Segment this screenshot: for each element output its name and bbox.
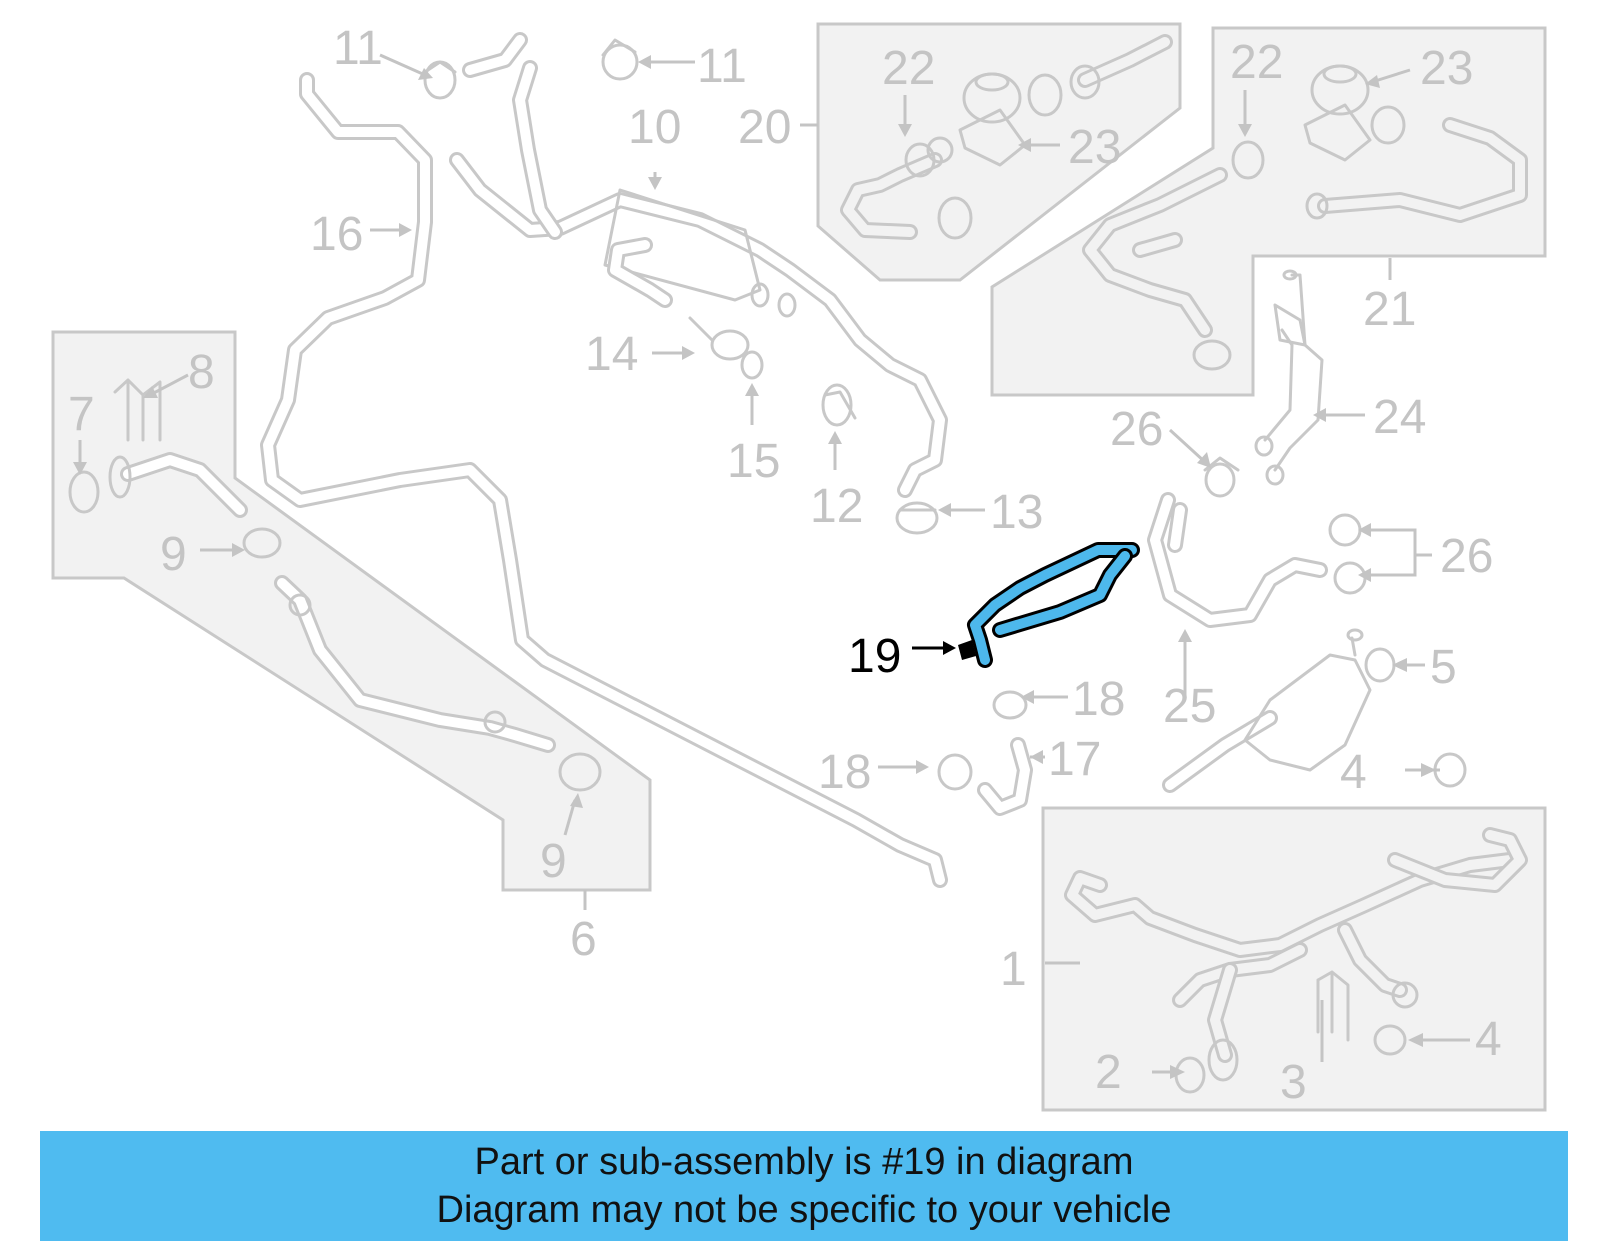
part-25-hose	[1147, 492, 1328, 628]
label-20: 20	[738, 101, 791, 154]
clamp-12	[821, 383, 857, 427]
label-24: 24	[1373, 391, 1426, 444]
part-19-highlighted	[958, 542, 1140, 668]
part-15-oring	[740, 350, 764, 380]
part-1-hose	[1064, 827, 1528, 1094]
clamp-11-left	[423, 60, 457, 100]
label-23-right: 23	[1420, 42, 1473, 95]
leader-19	[912, 641, 956, 655]
part-24-bracket	[1254, 269, 1324, 486]
part-6-pipe	[68, 378, 602, 792]
label-4-mid: 4	[1340, 746, 1367, 799]
label-16: 16	[310, 208, 363, 261]
label-4-right: 4	[1475, 1013, 1502, 1066]
leader-lines	[73, 53, 1470, 1079]
label-12: 12	[810, 480, 863, 533]
clamp-11-right	[601, 38, 639, 81]
banner-line-2: Diagram may not be specific to your vehi…	[436, 1189, 1172, 1231]
label-5: 5	[1430, 641, 1457, 694]
label-22-left: 22	[882, 42, 935, 95]
label-9-bottom: 9	[540, 835, 567, 888]
part-14-flange	[688, 316, 750, 361]
subassembly-21-box	[990, 26, 1547, 397]
label-11-left: 11	[333, 22, 383, 75]
clamp-26-top	[1203, 456, 1240, 498]
label-9-left: 9	[160, 528, 187, 581]
part-20-hose	[840, 34, 1173, 240]
part-17-hose	[977, 737, 1033, 816]
clamp-18-bottom	[937, 753, 973, 791]
label-2: 2	[1095, 1046, 1122, 1099]
clamp-13	[895, 501, 939, 535]
label-18-bottom: 18	[818, 746, 871, 799]
label-3: 3	[1280, 1056, 1307, 1109]
clamp-18-top	[992, 690, 1028, 720]
label-6: 6	[570, 913, 597, 966]
part-10-pipe	[449, 32, 948, 498]
part-16-tube	[260, 72, 948, 888]
label-17: 17	[1048, 733, 1101, 786]
label-21: 21	[1363, 283, 1416, 336]
info-banner: Part or sub-assembly is #19 in diagram D…	[40, 1131, 1568, 1241]
part-labels: 1 2 3 4 4 5 6 7 8 9 9 10 11 11 12 13 14 …	[68, 22, 1502, 1109]
clamp-26-right	[1328, 513, 1367, 595]
label-19: 19	[848, 630, 901, 683]
label-26-top: 26	[1110, 403, 1163, 456]
label-14: 14	[585, 328, 638, 381]
label-1: 1	[1000, 943, 1027, 996]
label-10: 10	[628, 101, 681, 154]
label-25: 25	[1163, 680, 1216, 733]
part-21-hose	[1082, 64, 1528, 371]
label-18-top: 18	[1072, 673, 1125, 726]
label-26-right: 26	[1440, 530, 1493, 583]
label-22-right: 22	[1230, 36, 1283, 89]
label-8: 8	[188, 346, 215, 399]
label-11-right: 11	[697, 40, 747, 93]
banner-line-1: Part or sub-assembly is #19 in diagram	[474, 1141, 1134, 1183]
label-15: 15	[727, 435, 780, 488]
label-7: 7	[68, 388, 95, 441]
label-23-left: 23	[1068, 121, 1121, 174]
part-5-housing	[1162, 628, 1396, 793]
label-13: 13	[990, 486, 1043, 539]
subassembly-20-box	[816, 22, 1182, 282]
